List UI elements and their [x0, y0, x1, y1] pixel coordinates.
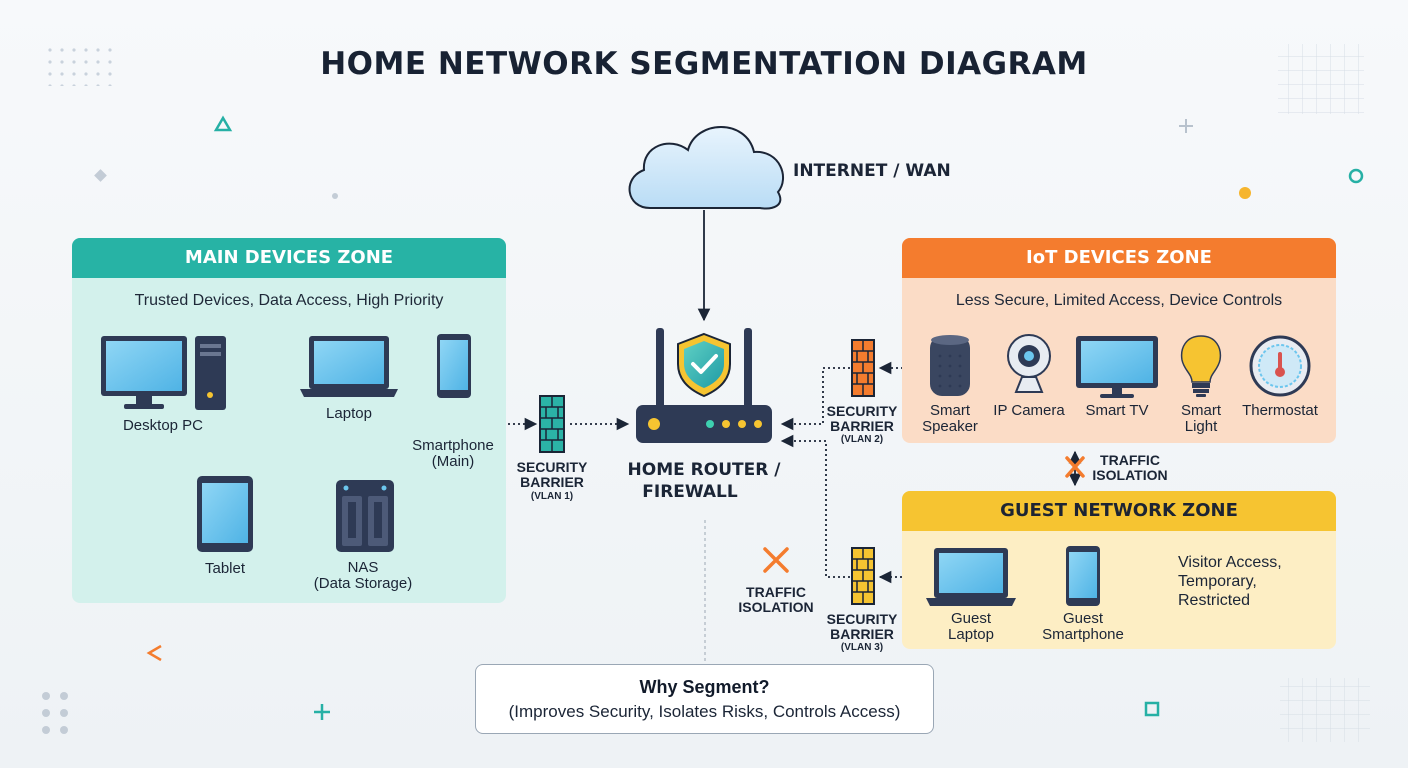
speaker-label-line2: Speaker	[922, 418, 978, 435]
barrier3-vlan: (VLAN 3)	[840, 642, 884, 653]
nas-label-line1: NAS	[347, 559, 379, 576]
speaker-label-line1: Smart	[929, 402, 971, 419]
isolation2-label-line2: ISOLATION	[738, 599, 814, 615]
guest-zone-title: GUEST NETWORK ZONE	[902, 491, 1336, 531]
guest-phone-label-line1: Guest	[1062, 610, 1104, 627]
main-zone-title: MAIN DEVICES ZONE	[72, 238, 506, 278]
barrier2-to-router-line	[780, 367, 850, 431]
isolation-label-line2: ISOLATION	[1092, 467, 1168, 483]
smart-tv-icon	[1076, 336, 1158, 398]
iot-zone-title: IoT DEVICES ZONE	[902, 238, 1336, 278]
guest-laptop-label-line2: Laptop	[948, 626, 994, 643]
guest-laptop-icon	[926, 548, 1016, 606]
tv-label: Smart TV	[1085, 402, 1149, 419]
isolation2-label-line1: TRAFFIC	[746, 584, 806, 600]
main-devices-zone: MAIN DEVICES ZONE Trusted Devices, Data …	[72, 238, 506, 603]
barrier2-label-line1: SECURITY	[826, 403, 898, 419]
desktop-icon	[101, 336, 226, 410]
guest-laptop-label-line1: Guest	[950, 610, 992, 627]
smartphone-label-line2: (Main)	[431, 453, 475, 470]
main-zone-subtitle: Trusted Devices, Data Access, High Prior…	[134, 292, 444, 309]
router-label-line1: HOME ROUTER /	[627, 460, 781, 480]
barrier1-label-line1: SECURITY	[516, 459, 588, 475]
smartphone-icon	[437, 334, 471, 398]
barrier2-label-line2: BARRIER	[830, 418, 894, 434]
iot-zone-subtitle: Less Secure, Limited Access, Device Cont…	[955, 292, 1283, 309]
laptop-icon	[300, 336, 398, 397]
desktop-label: Desktop PC	[122, 417, 204, 434]
router-icon	[636, 328, 772, 443]
why-description: (Improves Security, Isolates Risks, Cont…	[508, 702, 901, 721]
nas-icon	[336, 480, 394, 552]
guest-smartphone-icon	[1066, 546, 1100, 606]
background-decorations	[42, 40, 1370, 742]
guest-zone-description: Visitor Access, Temporary, Restricted	[1178, 553, 1282, 610]
tablet-label: Tablet	[204, 560, 246, 577]
barrier3-label-line2: BARRIER	[830, 626, 894, 642]
isolation-label-line1: TRAFFIC	[1100, 452, 1160, 468]
isolation-x-icon-iot-guest	[1065, 456, 1085, 478]
thermostat-label: Thermostat	[1242, 402, 1318, 419]
shield-check-icon	[677, 332, 731, 398]
guest-phone-label-line2: Smartphone	[1042, 626, 1124, 643]
why-title: Why Segment?	[639, 677, 770, 697]
firewall-brick-icon-vlan1	[539, 395, 565, 453]
internet-label: INTERNET / WAN	[793, 161, 951, 181]
thermostat-icon	[1249, 335, 1311, 397]
smartphone-label-line1: Smartphone	[412, 437, 494, 454]
guest-desc-line2: Temporary,	[1178, 573, 1257, 590]
guest-desc-line1: Visitor Access,	[1178, 554, 1282, 571]
guest-desc-line3: Restricted	[1178, 592, 1251, 609]
isolation-x-icon-guest-main	[763, 547, 789, 573]
light-label-line1: Smart	[1180, 402, 1222, 419]
smart-speaker-icon	[930, 335, 970, 396]
why-segment-box: Why Segment? (Improves Security, Isolate…	[475, 664, 934, 734]
page-title: HOME NETWORK SEGMENTATION DIAGRAM	[320, 46, 1088, 82]
ip-camera-icon	[1007, 334, 1051, 393]
nas-label-line2: (Data Storage)	[313, 575, 413, 592]
barrier1-label-line2: BARRIER	[520, 474, 584, 490]
barrier1-vlan: (VLAN 1)	[530, 491, 574, 502]
camera-label: IP Camera	[993, 402, 1065, 419]
barrier3-to-router-line	[780, 434, 850, 578]
laptop-label: Laptop	[326, 405, 372, 422]
tablet-icon	[197, 476, 253, 552]
cloud-icon	[628, 126, 784, 210]
light-bulb-icon	[1180, 335, 1222, 397]
barrier2-vlan: (VLAN 2)	[840, 434, 884, 445]
light-label-line2: Light	[1184, 418, 1218, 435]
barrier3-label-line1: SECURITY	[826, 611, 898, 627]
firewall-brick-icon-vlan3	[851, 547, 875, 605]
firewall-brick-icon-vlan2	[851, 339, 875, 397]
router-label-line2: FIREWALL	[642, 482, 738, 502]
